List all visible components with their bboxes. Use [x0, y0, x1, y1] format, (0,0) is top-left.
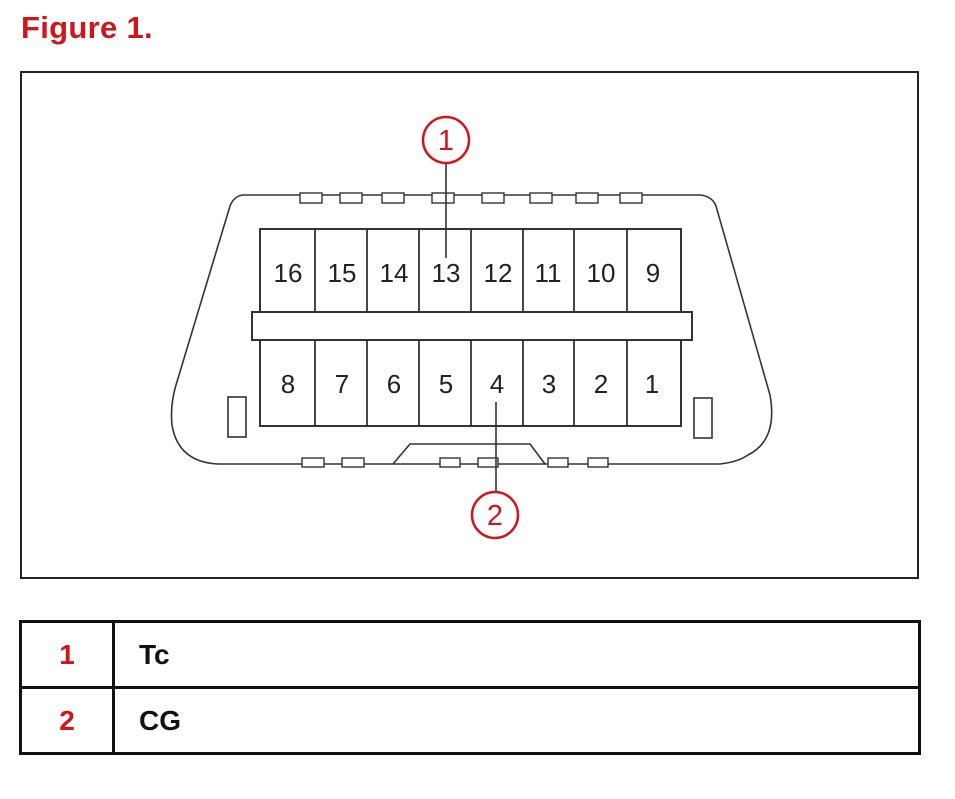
connector-housing	[170, 194, 773, 465]
pin-label: 15	[328, 258, 357, 288]
callout-2-circle	[470, 490, 520, 540]
callout-2-label: 2	[487, 500, 503, 532]
housing-bottom-notches	[301, 457, 609, 468]
callout-1: 1	[421, 115, 471, 258]
bottom-row-dividers	[314, 340, 628, 426]
table-row: 2 CG	[19, 686, 921, 755]
housing-top-notches	[299, 192, 643, 204]
bottom-pin-labels: 8 7 6 5 4 3 2 1	[281, 369, 659, 399]
pin-label: 13	[432, 258, 461, 288]
pin-label: 8	[281, 369, 295, 399]
pin-label: 10	[587, 258, 616, 288]
pin-label: 3	[542, 369, 556, 399]
right-slot	[693, 397, 713, 439]
pin-label: 2	[594, 369, 608, 399]
pin-label: 12	[484, 258, 513, 288]
table-row: 1 Tc	[19, 620, 921, 689]
pin-label: 16	[274, 258, 303, 288]
top-row-dividers	[314, 229, 628, 312]
legend-number: 1	[19, 620, 115, 689]
center-bar	[251, 311, 693, 341]
top-pin-labels: 16 15 14 13 12 11 10 9	[274, 258, 661, 288]
callout-2: 2	[470, 402, 520, 540]
pin-label: 11	[535, 258, 562, 288]
pin-label: 5	[439, 369, 453, 399]
connector-key-tab	[392, 443, 546, 465]
legend-table: 1 Tc 2 CG	[19, 620, 921, 755]
diagram-frame	[20, 71, 919, 579]
left-slot	[227, 396, 247, 438]
legend-description: CG	[112, 686, 921, 755]
pin-label: 7	[335, 369, 349, 399]
pin-label: 9	[646, 258, 660, 288]
pin-label: 4	[490, 369, 504, 399]
legend-number: 2	[19, 686, 115, 755]
pin-label: 1	[645, 369, 659, 399]
pin-label: 14	[380, 258, 409, 288]
figure-title: Figure 1.	[21, 10, 153, 45]
callout-1-label: 1	[438, 125, 454, 157]
callout-1-circle	[421, 115, 471, 165]
legend-description: Tc	[112, 620, 921, 689]
pin-label: 6	[387, 369, 401, 399]
